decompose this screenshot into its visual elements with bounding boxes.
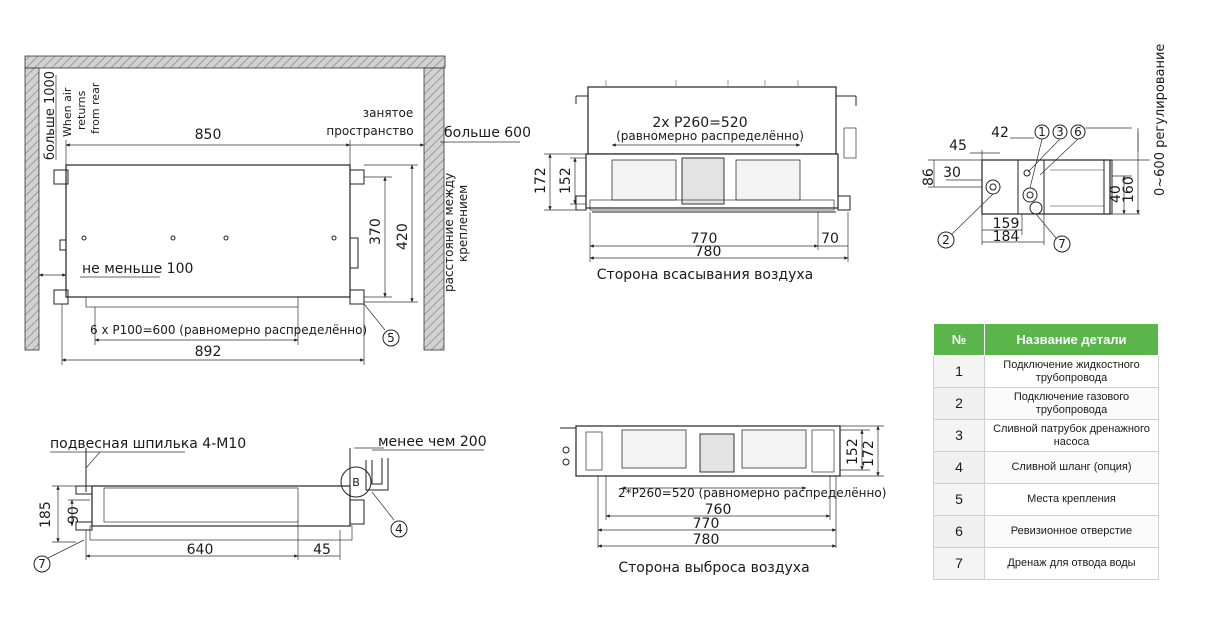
- suction-dim-780: 780: [695, 244, 722, 260]
- unit-body-plan: [65, 164, 351, 298]
- elev-callout-7: 7: [38, 557, 46, 571]
- discharge-fan-right: [741, 429, 807, 469]
- table-row: 5 Места крепления: [933, 483, 1159, 516]
- side-dim-184: 184: [993, 229, 1020, 245]
- suction-fan-left: [611, 159, 677, 201]
- side-dim-30: 30: [943, 165, 961, 181]
- side-callout-2: 2: [942, 233, 950, 247]
- left-wall: [24, 67, 40, 351]
- air-return-line2: returns: [75, 90, 88, 130]
- discharge-dim-780: 780: [693, 532, 720, 548]
- table-row: 3 Сливной патрубок дренажного насоса: [933, 419, 1159, 452]
- suction-dim-70: 70: [821, 231, 839, 247]
- row-num: 4: [933, 451, 985, 484]
- rod-label: подвесная шпилька 4-M10: [50, 436, 246, 452]
- less-200-label: менее чем 200: [378, 434, 487, 450]
- suction-caption: Сторона всасывания воздуха: [597, 267, 813, 283]
- air-return-line3: from rear: [89, 82, 102, 134]
- right-wall: [423, 67, 445, 351]
- row-num: 5: [933, 483, 985, 516]
- bottom-left-elevation-view: подвесная шпилька 4-M10 B менее чем 200 …: [33, 434, 487, 573]
- table-row: 7 Дренаж для отвода воды: [933, 547, 1159, 580]
- table-row: 1 Подключение жидкостного трубопровода: [933, 355, 1159, 388]
- dim-420: 420: [395, 223, 411, 250]
- side-end-view: 45 42 1 3 6 86 30 40 160 159: [921, 44, 1168, 253]
- discharge-dim-172: 172: [861, 440, 877, 467]
- row-num: 3: [933, 419, 985, 452]
- row-name: Подключение газового трубопровода: [984, 387, 1159, 420]
- row-num: 7: [933, 547, 985, 580]
- row-name: Подключение жидкостного трубопровода: [984, 355, 1159, 388]
- suction-flange-note-2: (равномерно распределённо): [616, 129, 804, 143]
- side-dim-86: 86: [921, 168, 937, 186]
- callout-5: 5: [387, 331, 395, 345]
- ceiling-wall: [24, 55, 446, 69]
- suction-top-box: [587, 86, 837, 155]
- row-name: Сливной шланг (опция): [984, 451, 1159, 484]
- side-callout-7: 7: [1058, 237, 1066, 251]
- side-dim-42: 42: [991, 125, 1009, 141]
- row-name: Дренаж для отвода воды: [984, 547, 1159, 580]
- suction-fan-right: [735, 159, 801, 201]
- row-name: Ревизионное отверстие: [984, 515, 1159, 548]
- top-left-plan-view: 850 больше 1000 When air returns from re…: [24, 55, 531, 365]
- row-num: 2: [933, 387, 985, 420]
- suction-flange-note: 2x P260=520: [652, 115, 747, 131]
- side-callout-3: 3: [1056, 125, 1064, 139]
- side-callout-1: 1: [1038, 125, 1046, 139]
- air-return-line1: When air: [61, 87, 74, 137]
- parts-table: № Название детали 1 Подключение жидкостн…: [933, 323, 1159, 580]
- discharge-side-view: 2*P260=520 (равномерно распределённо) 15…: [560, 425, 886, 576]
- suction-side-view: 2x P260=520 (равномерно распределённо) 1…: [533, 80, 857, 283]
- header-num: №: [933, 323, 985, 356]
- elev-dim-45: 45: [313, 542, 331, 558]
- mount-distance-line2: креплением: [456, 185, 470, 262]
- discharge-dim-152: 152: [845, 438, 861, 465]
- side-dim-45: 45: [949, 138, 967, 154]
- dim-892: 892: [195, 344, 222, 360]
- row-name: Места крепления: [984, 483, 1159, 516]
- table-row: 4 Сливной шланг (опция): [933, 451, 1159, 484]
- parts-table-header: № Название детали: [933, 323, 1159, 356]
- row-num: 1: [933, 355, 985, 388]
- table-row: 2 Подключение газового трубопровода: [933, 387, 1159, 420]
- row-num: 6: [933, 515, 985, 548]
- side-adjust-label: 0~600 регулирование: [1153, 44, 1168, 196]
- callout-5-circle: [382, 329, 400, 347]
- discharge-dim-760: 760: [705, 502, 732, 518]
- suction-dim-172: 172: [533, 167, 549, 194]
- occupied-space-line1: занятое: [363, 106, 414, 120]
- wall-left-label: больше 1000: [43, 71, 58, 160]
- discharge-dim-770: 770: [693, 516, 720, 532]
- dim-370: 370: [368, 218, 384, 245]
- suction-dim-770: 770: [691, 231, 718, 247]
- elev-dim-185: 185: [38, 501, 54, 528]
- suction-dim-152: 152: [558, 167, 574, 194]
- elev-callout-4: 4: [395, 522, 403, 536]
- elev-dim-640: 640: [187, 542, 214, 558]
- detail-b-circle: [340, 466, 372, 498]
- header-name: Название детали: [984, 323, 1159, 356]
- discharge-caption: Сторона выброса воздуха: [618, 560, 809, 576]
- row-name: Сливной патрубок дренажного насоса: [984, 419, 1159, 452]
- flange-note-6x: 6 x P100=600 (равномерно распределённо): [90, 323, 367, 337]
- elev-unit-body: [91, 485, 351, 527]
- occupied-space-line2: пространство: [326, 124, 413, 138]
- min-100-label: не меньше 100: [82, 261, 193, 277]
- table-row: 6 Ревизионное отверстие: [933, 515, 1159, 548]
- detail-b: B: [352, 476, 360, 489]
- side-dim-159: 159: [993, 216, 1020, 232]
- unit-flange-bottom: [85, 296, 299, 308]
- wall-right-label: больше 600: [444, 125, 531, 141]
- side-dim-160: 160: [1121, 176, 1137, 203]
- mount-distance-line1: расстояние между: [442, 173, 456, 292]
- side-callout-6: 6: [1074, 125, 1082, 139]
- side-dim-40: 40: [1108, 185, 1124, 203]
- elev-dim-90: 90: [66, 506, 82, 524]
- discharge-fan-left: [621, 429, 687, 469]
- dim-850: 850: [195, 127, 222, 143]
